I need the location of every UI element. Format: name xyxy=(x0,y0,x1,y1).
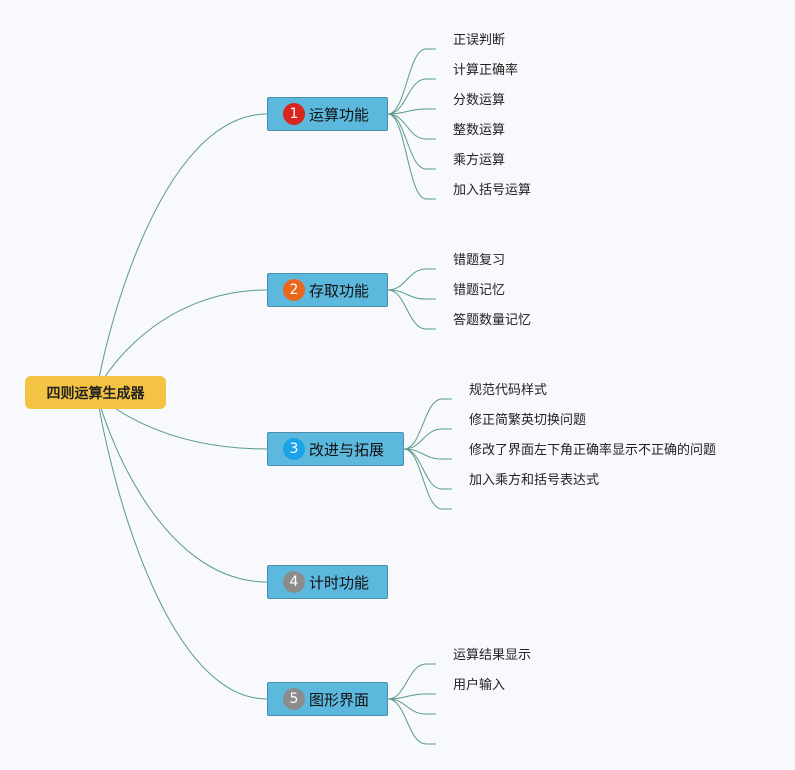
leaf-item[interactable]: 分数运算 xyxy=(453,93,506,108)
root-topic[interactable]: 四则运算生成器 xyxy=(25,376,166,409)
topic-label: 改进与拓展 xyxy=(309,440,385,459)
badge-1-icon: 1 xyxy=(283,103,305,125)
leaf-item[interactable]: 乘方运算 xyxy=(453,153,506,168)
leaf-connector-1-1 xyxy=(387,48,427,115)
topic-arithmetic[interactable]: 1 运算功能 xyxy=(267,97,388,131)
leaf-item[interactable]: 规范代码样式 xyxy=(469,383,548,398)
badge-2-icon: 2 xyxy=(283,279,305,301)
topic-timer[interactable]: 4 计时功能 xyxy=(267,565,388,599)
leaf-connector-2-3 xyxy=(387,289,427,330)
leaf-item[interactable]: 加入括号运算 xyxy=(453,183,532,198)
leaf-item[interactable]: 错题记忆 xyxy=(453,283,506,298)
leaf-connector-3-1 xyxy=(403,398,443,450)
leaf-connector-3-2 xyxy=(403,428,443,450)
leaf-connector-1-5 xyxy=(387,113,427,170)
leaf-connector-1-3 xyxy=(387,108,427,115)
root-connector-4 xyxy=(96,391,268,583)
leaf-item[interactable]: 修改了界面左下角正确率显示不正确的问题 xyxy=(469,443,717,458)
leaf-connector-1-6 xyxy=(387,113,427,200)
topic-label: 运算功能 xyxy=(309,105,370,124)
root-connector-5 xyxy=(96,391,268,700)
leaf-connector-4-2 xyxy=(387,693,427,700)
topic-label: 图形界面 xyxy=(309,690,370,709)
topic-storage[interactable]: 2 存取功能 xyxy=(267,273,388,307)
leaf-item[interactable]: 错题复习 xyxy=(453,253,506,268)
leaf-item[interactable]: 用户输入 xyxy=(453,678,506,693)
leaf-connector-2-1 xyxy=(387,268,427,291)
leaf-connector-4-1 xyxy=(387,663,427,700)
leaf-item[interactable]: 修正简繁英切换问题 xyxy=(469,413,587,428)
topic-improvements[interactable]: 3 改进与拓展 xyxy=(267,432,404,466)
leaf-connector-3-4 xyxy=(403,448,443,490)
root-topic-label: 四则运算生成器 xyxy=(46,385,145,402)
leaf-connector-1-2 xyxy=(387,78,427,115)
leaf-item[interactable]: 计算正确率 xyxy=(453,63,519,78)
leaf-item[interactable]: 加入乘方和括号表达式 xyxy=(469,473,600,488)
leaf-item[interactable]: 答题数量记忆 xyxy=(453,313,532,328)
leaf-connector-4-4 xyxy=(387,698,427,745)
badge-3-icon: 3 xyxy=(283,438,305,460)
badge-5-icon: 5 xyxy=(283,688,305,710)
leaf-item[interactable]: 正误判断 xyxy=(453,33,506,48)
root-connector-1 xyxy=(96,113,268,393)
leaf-connector-3-5 xyxy=(403,448,443,510)
leaf-item[interactable]: 整数运算 xyxy=(453,123,506,138)
leaf-item[interactable]: 运算结果显示 xyxy=(453,648,532,663)
topic-label: 存取功能 xyxy=(309,281,370,300)
topic-gui[interactable]: 5 图形界面 xyxy=(267,682,388,716)
topic-label: 计时功能 xyxy=(309,573,370,592)
badge-4-icon: 4 xyxy=(283,571,305,593)
